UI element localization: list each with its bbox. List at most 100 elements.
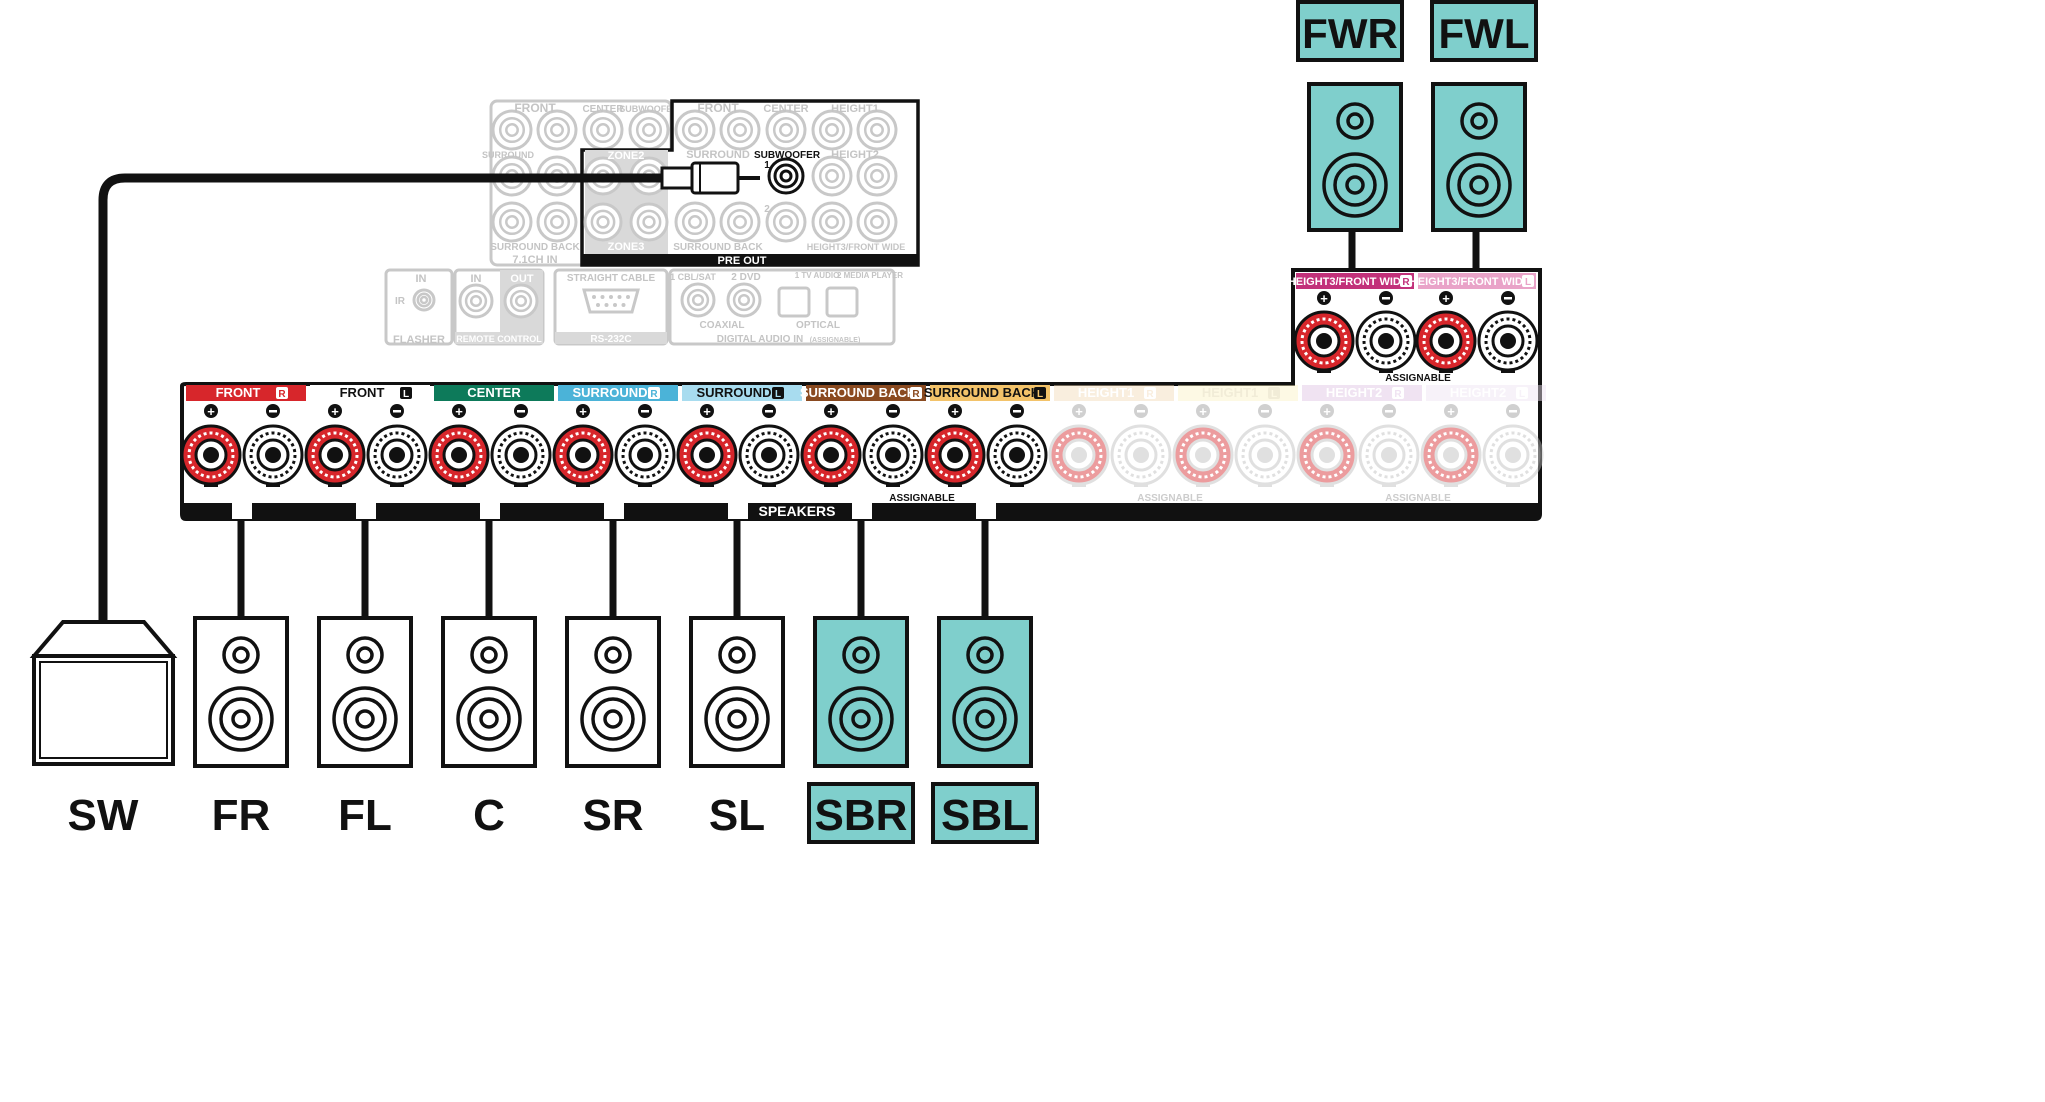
channel-label-bg	[1178, 385, 1298, 401]
label-pre-height2: HEIGHT2	[831, 149, 879, 161]
minus-icon	[1134, 404, 1148, 418]
speaker-label-sl: SL	[709, 791, 765, 840]
label-71-front: FRONT	[514, 101, 556, 115]
woofer-icon	[704, 686, 770, 752]
channel-label-bg	[434, 385, 554, 401]
jack-icon	[856, 201, 898, 243]
plus-icon	[452, 404, 466, 418]
label-flasher-in: IN	[416, 273, 427, 285]
svg-text:+: +	[827, 404, 835, 419]
channel-label: SURROUND BACK	[924, 385, 1041, 400]
speaker-cabinet-icon	[565, 616, 661, 768]
label-rc-out: OUT	[510, 273, 534, 285]
speaker-label-sw: SW	[68, 791, 139, 840]
rca-plug-icon	[660, 166, 694, 190]
label-zone3: ZONE3	[608, 241, 645, 253]
channel-label: FRONT	[340, 385, 385, 400]
jack-icon	[856, 155, 898, 197]
speaker-label-sbl: SBL	[941, 791, 1029, 840]
speaker-label-sbr: SBR	[815, 791, 908, 840]
woofer-icon	[1446, 152, 1512, 218]
minus-icon	[1258, 404, 1272, 418]
side-badge	[648, 387, 660, 399]
svg-text:+: +	[1323, 404, 1331, 419]
tweeter-icon	[1460, 102, 1498, 140]
label-ir: IR	[395, 296, 406, 307]
label-optical: OPTICAL	[796, 320, 840, 331]
label-dvd: 2 DVD	[731, 272, 760, 283]
speaker-fwl: FWL	[1430, 0, 1538, 232]
side-badge	[1516, 387, 1528, 399]
jack-icon	[491, 201, 533, 243]
speaker-cabinet-icon	[441, 616, 537, 768]
plus-icon	[576, 404, 590, 418]
svg-text:+: +	[1075, 404, 1083, 419]
speaker-c: C	[441, 616, 537, 840]
terminal-post-icon	[1234, 424, 1296, 486]
jack-icon	[491, 109, 533, 151]
label-flasher: FLASHER	[393, 334, 445, 346]
woofer-icon	[332, 686, 398, 752]
speaker-label-fwl: FWL	[1439, 10, 1530, 57]
coaxial-jack-icon	[726, 282, 762, 318]
optical-port-icon	[777, 286, 811, 318]
channel-label: CENTER	[467, 385, 521, 400]
label-rc-in: IN	[471, 273, 482, 285]
channel-label: HEIGHT3/FRONT WIDE	[1288, 276, 1408, 288]
label-pre-center: CENTER	[763, 103, 808, 115]
label-assignable-h1: ASSIGNABLE	[1137, 493, 1203, 504]
jack-icon	[811, 155, 853, 197]
jack-icon	[856, 109, 898, 151]
label-71-subwoofer: SUBWOOFER	[619, 104, 679, 114]
speaker-sbl: SBL	[931, 616, 1039, 844]
speaker-sl: SL	[689, 616, 785, 840]
jack-icon	[536, 109, 578, 151]
svg-text:+: +	[331, 404, 339, 419]
tweeter-icon	[1336, 102, 1374, 140]
plus-icon	[1196, 404, 1210, 418]
speaker-cabinet-icon	[193, 616, 289, 768]
subwoofer-cable	[98, 173, 670, 620]
speaker-cabinet-icon	[937, 616, 1033, 768]
label-assignable-sb: ASSIGNABLE	[889, 493, 955, 504]
side-badge-label: R	[650, 389, 658, 400]
label-assignable-h2: ASSIGNABLE	[1385, 493, 1451, 504]
rc-out-jack-icon	[503, 283, 539, 319]
jack-icon	[719, 201, 761, 243]
coaxial-jack-icon	[680, 282, 716, 318]
speaker-fr: FR	[193, 616, 289, 840]
woofer-icon	[952, 686, 1018, 752]
channel-label: HEIGHT1	[1078, 385, 1134, 400]
jack-icon	[629, 202, 669, 242]
tweeter-icon	[470, 636, 508, 674]
svg-text:+: +	[1320, 291, 1328, 306]
side-badge-label: R	[278, 389, 286, 400]
speaker-cabinet-icon	[813, 616, 909, 768]
speaker-sr: SR	[565, 616, 661, 840]
side-badge-label: R	[1402, 277, 1410, 288]
speaker-label-box	[807, 782, 915, 844]
tweeter-icon	[346, 636, 384, 674]
channel-label-bg	[1418, 273, 1536, 289]
channel-label-bg	[1302, 385, 1422, 401]
jack-icon	[536, 201, 578, 243]
terminal-post-icon	[1172, 424, 1234, 486]
rc-in-jack-icon	[458, 283, 494, 319]
speaker-sbr: SBR	[807, 616, 915, 844]
side-badge	[1522, 275, 1534, 287]
jack-icon	[583, 202, 623, 242]
speaker-cabinet-icon	[317, 616, 413, 768]
woofer-icon	[1322, 152, 1388, 218]
svg-text:+: +	[1199, 404, 1207, 419]
minus-icon	[1506, 404, 1520, 418]
